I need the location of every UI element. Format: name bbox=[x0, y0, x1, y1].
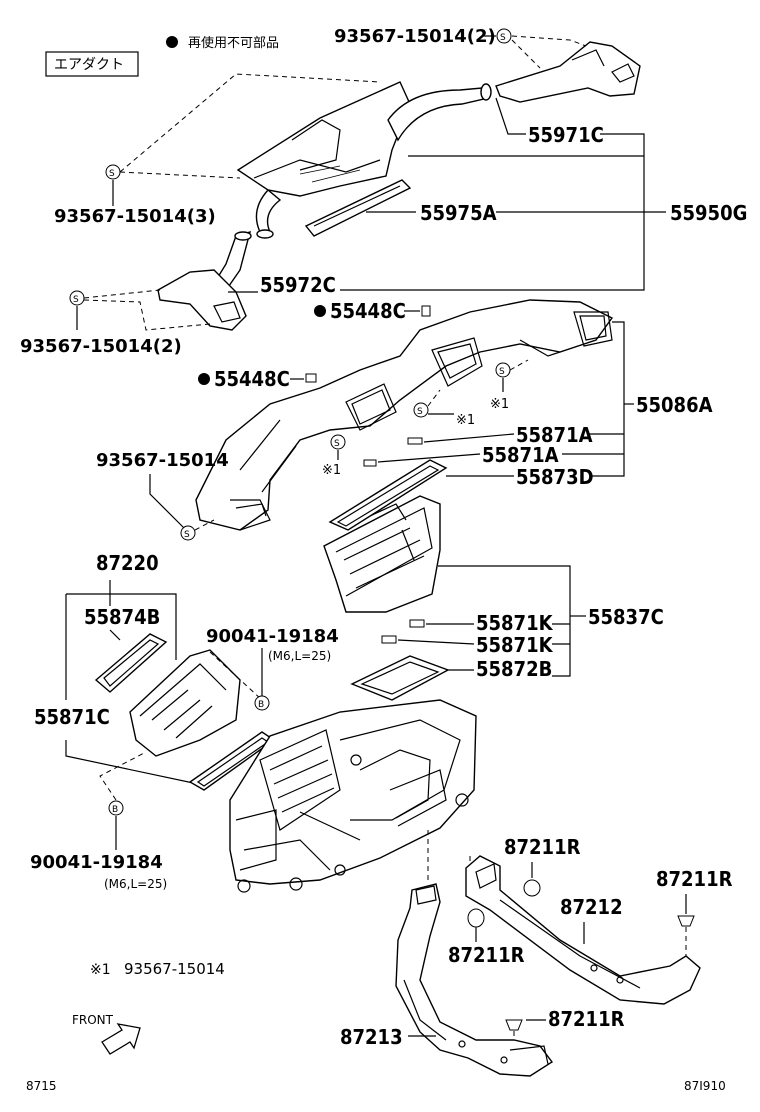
s-marker-top: S bbox=[496, 28, 512, 44]
svg-text:S: S bbox=[109, 169, 115, 179]
label-93567-15014-3: 93567-15014(3) bbox=[54, 206, 216, 227]
label-55874B: 55874B bbox=[84, 605, 160, 629]
non-reusable-dot-icon bbox=[198, 373, 210, 385]
legend-note: 再使用不可部品 bbox=[188, 35, 279, 51]
label-55950G: 55950G bbox=[670, 201, 747, 225]
label-87212: 87212 bbox=[560, 895, 623, 919]
s-marker-mid-left: S bbox=[69, 290, 85, 306]
label-55972C: 55972C bbox=[260, 273, 336, 297]
section-tag: エアダクト bbox=[54, 57, 124, 73]
label-87213: 87213 bbox=[340, 1025, 403, 1049]
label-90041-19184-b: 90041-19184 bbox=[30, 852, 163, 873]
note-ref-2: ※1 bbox=[456, 413, 475, 428]
label-55837C: 55837C bbox=[588, 605, 664, 629]
s-marker-mid-2: S bbox=[413, 402, 429, 418]
middle-duct-drawing bbox=[195, 299, 614, 531]
label-87211R-b: 87211R bbox=[448, 943, 525, 967]
label-55871A-b: 55871A bbox=[482, 443, 559, 467]
non-reusable-dot-icon bbox=[166, 36, 178, 48]
front-label: FRONT bbox=[72, 1013, 114, 1027]
note-ref-3: ※1 bbox=[322, 463, 341, 478]
label-87220: 87220 bbox=[96, 551, 159, 575]
label-m6-b: (M6,L=25) bbox=[104, 877, 167, 891]
label-55871K-a: 55871K bbox=[476, 611, 554, 635]
duct-87213-drawing bbox=[395, 883, 554, 1077]
label-90041-19184-a: 90041-19184 bbox=[206, 626, 339, 647]
b-marker-b: B bbox=[108, 800, 124, 816]
label-55448C-a: 55448C bbox=[330, 299, 406, 323]
s-marker-mid-4: S bbox=[180, 525, 196, 541]
label-87211R-c: 87211R bbox=[656, 867, 733, 891]
grommet-87211R-a bbox=[523, 879, 541, 897]
label-55871A-a: 55871A bbox=[516, 423, 593, 447]
gasket-55872B bbox=[350, 655, 450, 701]
label-55086A: 55086A bbox=[636, 393, 713, 417]
seal-55871K-b bbox=[381, 635, 397, 644]
s-marker-upper-left: S bbox=[105, 164, 121, 180]
clip-55448C-a bbox=[421, 305, 431, 317]
grommet-87211R-b bbox=[467, 908, 485, 928]
non-reusable-dot-icon bbox=[314, 305, 326, 317]
upper-duct-drawing bbox=[157, 41, 641, 331]
label-93567-15014: 93567-15014 bbox=[96, 450, 229, 471]
filter-55874B bbox=[94, 633, 168, 693]
label-87211R-d: 87211R bbox=[548, 1007, 625, 1031]
s-marker-mid-1: S bbox=[495, 362, 511, 378]
footnote-text: 93567-15014 bbox=[124, 960, 225, 978]
s-marker-mid-3: S bbox=[330, 434, 346, 450]
label-93567-15014-2-top: 93567-15014(2) bbox=[334, 26, 496, 47]
case-55837C-drawing bbox=[323, 495, 441, 613]
hvac-unit-drawing bbox=[229, 699, 477, 893]
blower-55871C-drawing bbox=[129, 649, 241, 757]
label-55871K-b: 55871K bbox=[476, 633, 554, 657]
duct-87212-drawing bbox=[465, 855, 701, 1005]
label-55872B: 55872B bbox=[476, 657, 552, 681]
svg-text:S: S bbox=[500, 33, 506, 43]
label-m6-a: (M6,L=25) bbox=[268, 649, 331, 663]
footer-right-code: 87I910 bbox=[684, 1079, 726, 1093]
label-93567-15014-2-left: 93567-15014(2) bbox=[20, 336, 182, 357]
label-55873D: 55873D bbox=[516, 465, 594, 489]
svg-text:S: S bbox=[334, 439, 340, 449]
label-87211R-a: 87211R bbox=[504, 835, 581, 859]
seal-55871A-b bbox=[363, 459, 377, 467]
svg-text:S: S bbox=[73, 295, 79, 305]
grommet-87211R-d bbox=[505, 1019, 523, 1031]
svg-text:S: S bbox=[499, 367, 505, 377]
label-55975A: 55975A bbox=[420, 201, 497, 225]
grommet-87211R-c bbox=[677, 915, 695, 927]
svg-text:B: B bbox=[258, 700, 264, 710]
section-tag-box bbox=[45, 51, 139, 77]
footer-left-code: 8715 bbox=[26, 1079, 57, 1093]
svg-text:S: S bbox=[184, 530, 190, 540]
label-55448C-b: 55448C bbox=[214, 367, 290, 391]
svg-text:S: S bbox=[417, 407, 423, 417]
gasket-55873D bbox=[328, 459, 448, 531]
b-marker-a: B bbox=[254, 695, 270, 711]
label-55871C: 55871C bbox=[34, 705, 110, 729]
front-arrow-icon bbox=[101, 1023, 141, 1055]
note-ref-1: ※1 bbox=[490, 397, 509, 412]
seal-55871A-a bbox=[407, 437, 423, 445]
svg-text:B: B bbox=[112, 805, 118, 815]
label-55971C: 55971C bbox=[528, 123, 604, 147]
seal-55871K-a bbox=[409, 619, 425, 628]
clip-55448C-b bbox=[305, 373, 317, 383]
footnote-mark: ※1 bbox=[90, 962, 111, 978]
